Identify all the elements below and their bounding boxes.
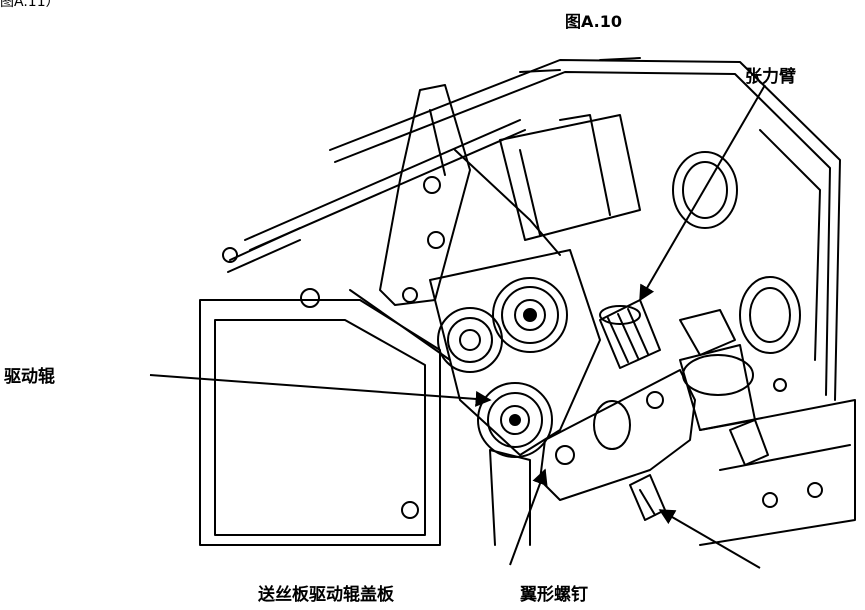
drive-roll-cover-plate bbox=[539, 369, 696, 501]
tension-arm-label: 张力臂 bbox=[745, 67, 796, 87]
wing-screw-leader bbox=[658, 509, 761, 569]
housing-port-upper bbox=[672, 151, 738, 229]
top-rail bbox=[227, 119, 526, 273]
drive-gear-middle bbox=[437, 307, 503, 373]
cover-plate-label: 送丝板驱动辊盖板 bbox=[258, 585, 394, 605]
wing-screw-label: 翼形螺钉 bbox=[520, 585, 588, 605]
front-body bbox=[489, 399, 856, 546]
tension-knob bbox=[599, 299, 661, 369]
housing-outline bbox=[329, 57, 841, 401]
wing-screw-side bbox=[729, 419, 769, 466]
gear-plate bbox=[429, 249, 601, 456]
cover-plate-leader bbox=[509, 468, 548, 566]
figure-title: 图A.10 bbox=[565, 12, 623, 31]
tension-arm-linkage bbox=[379, 84, 561, 306]
drive-roll-gear bbox=[477, 382, 553, 458]
motor bbox=[499, 114, 641, 241]
wing-screw-front bbox=[629, 474, 666, 521]
tension-arm-leader bbox=[639, 84, 766, 302]
drive-gear-upper bbox=[492, 277, 568, 353]
hex-fitting bbox=[679, 309, 756, 431]
previous-figure-caption: 图A.11） bbox=[0, 0, 60, 10]
housing-port-lower bbox=[739, 276, 801, 354]
drive-roll-label: 驱动辊 bbox=[4, 367, 55, 387]
drive-roll-leader bbox=[149, 374, 492, 407]
left-box bbox=[199, 289, 451, 546]
